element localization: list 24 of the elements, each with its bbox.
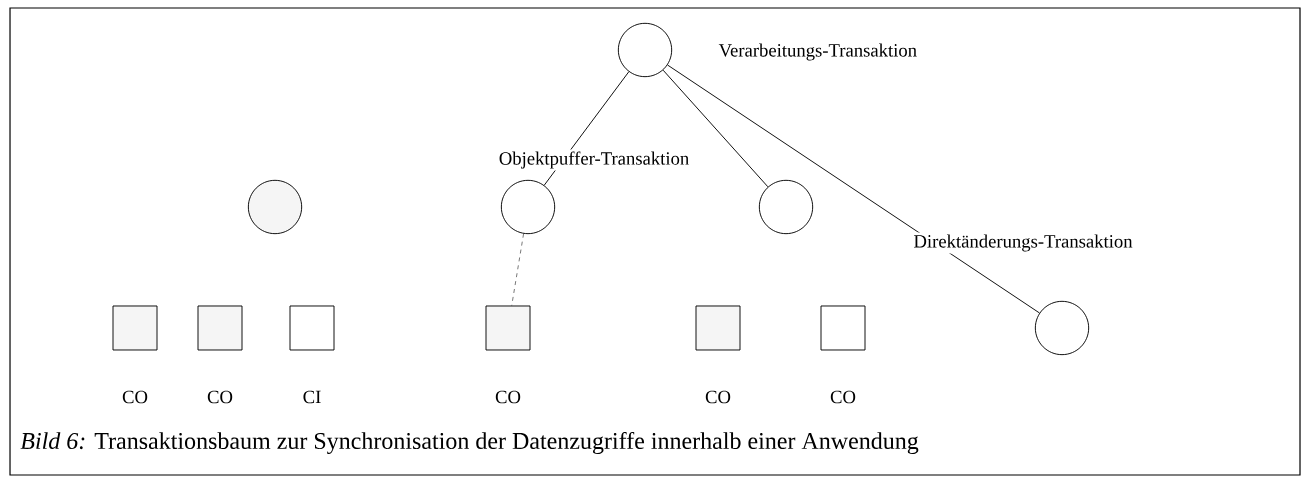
square [485,305,531,351]
node-label: Verarbeitungs-Transaktion [718,43,917,61]
square [197,305,243,351]
circle [758,179,814,235]
circle [1034,300,1090,356]
node-label: CO [122,390,148,404]
square [820,305,866,351]
square [289,305,335,351]
edge-label: Objektpuffer-Transaktion [496,149,692,171]
node-label: CO [207,390,233,404]
connector-line [662,69,769,188]
node-label: CO [705,390,731,404]
node-label: CO [495,390,521,404]
square [695,305,741,351]
connector-line [667,64,1040,314]
circle [500,179,556,235]
circle [617,22,673,78]
caption: Bild 6: Transaktionsbaum zur Synchronisation der Datenzugriffe innerhalb einer Anwendung [20,431,919,455]
connector-line [511,233,524,306]
square [112,305,158,351]
node-label: CO [830,390,856,404]
node-label: CI [303,390,321,404]
circle [247,179,303,235]
edge-label: Direktänderungs-Transaktion [911,232,1135,254]
